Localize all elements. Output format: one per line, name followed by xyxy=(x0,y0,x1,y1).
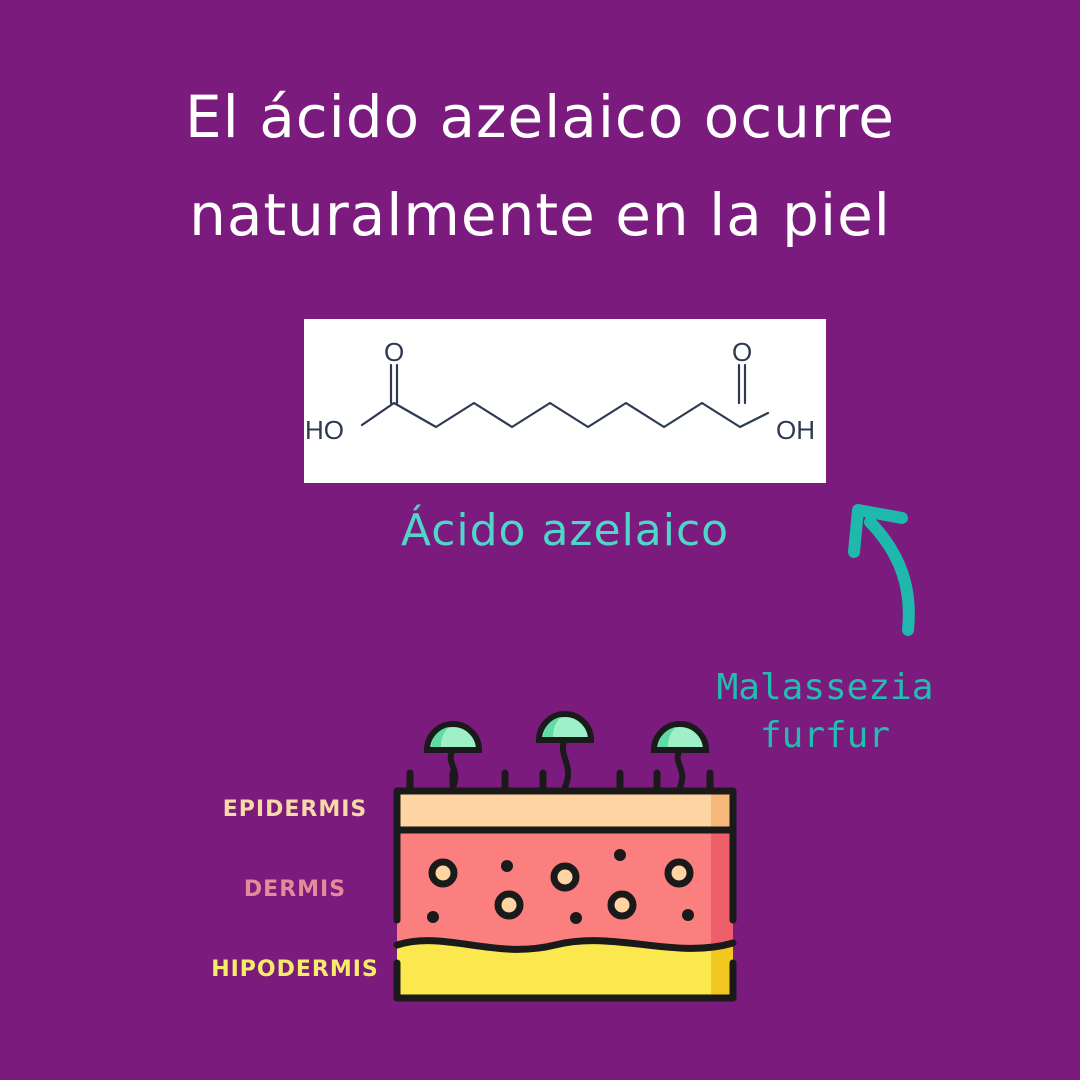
organism-name: Malassezia furfur xyxy=(700,664,950,760)
organism-line-1: Malassezia xyxy=(716,667,934,708)
fungus-stalks xyxy=(447,737,686,790)
epidermis-layer xyxy=(397,791,733,830)
compound-name: Ácido azelaico xyxy=(400,505,730,556)
hydroxyl-left-label: HO xyxy=(305,415,344,445)
hipodermis-label: HIPODERMIS xyxy=(211,957,379,982)
oxygen-right-label: O xyxy=(732,337,752,367)
hipodermis-shade xyxy=(711,947,733,998)
title-line-2: naturalmente en la piel xyxy=(189,181,891,249)
hipodermis-layer xyxy=(397,940,733,998)
page-title: El ácido azelaico ocurre naturalmente en… xyxy=(0,68,1080,264)
title-line-1: El ácido azelaico ocurre xyxy=(185,83,895,151)
epidermis-shade xyxy=(711,791,733,830)
dermis-dots xyxy=(427,849,694,924)
dermis-label: DERMIS xyxy=(243,877,347,902)
carbon-chain xyxy=(360,363,770,429)
molecule-structure-card: HO OH O O xyxy=(304,319,826,483)
oxygen-left-label: O xyxy=(384,337,404,367)
azelaic-acid-structure: HO OH O O xyxy=(305,337,815,445)
hydroxyl-right-label: OH xyxy=(776,415,815,445)
dermis-shade xyxy=(711,830,733,944)
dermis-cells xyxy=(428,858,694,920)
curved-arrow-icon xyxy=(848,504,915,636)
skin-layers-illustration xyxy=(393,711,737,1002)
epidermis-label: EPIDERMIS xyxy=(222,797,368,822)
fungus-cap-shades xyxy=(431,717,676,747)
organism-line-2: furfur xyxy=(759,715,891,756)
skin-outline xyxy=(393,787,737,1002)
